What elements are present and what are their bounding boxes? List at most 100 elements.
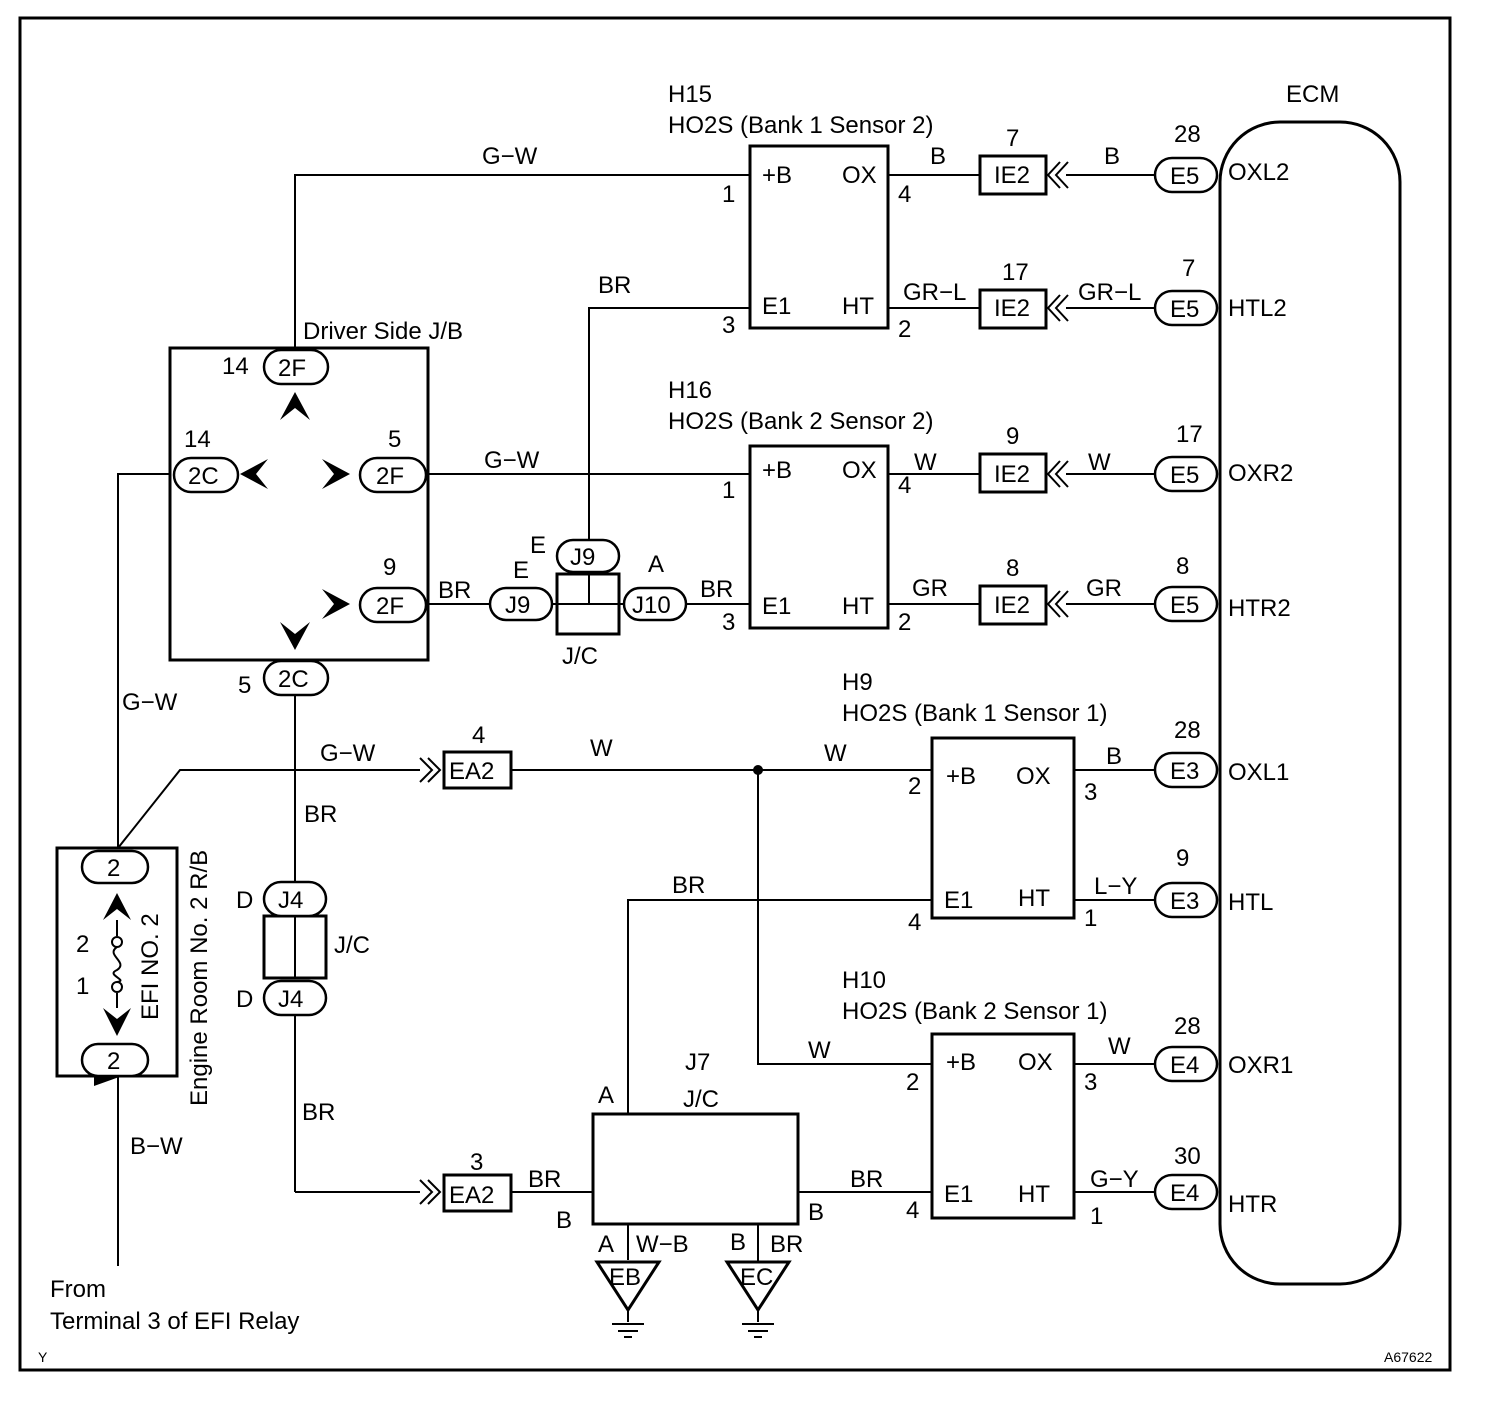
svg-text:BR: BR [850, 1166, 883, 1193]
svg-text:J10: J10 [632, 592, 671, 619]
svg-text:4: 4 [906, 1197, 919, 1224]
sensor-h15: H15 HO2S (Bank 1 Sensor 2) +B OX E1 HT 1… [668, 81, 933, 343]
svg-text:HTR: HTR [1228, 1191, 1277, 1218]
svg-text:J7: J7 [685, 1049, 710, 1076]
svg-text:2: 2 [76, 931, 89, 958]
svg-text:2F: 2F [376, 593, 404, 620]
svg-text:1: 1 [1090, 1203, 1103, 1230]
svg-text:14: 14 [184, 426, 211, 453]
source-label-line1: From [50, 1276, 106, 1303]
svg-text:OX: OX [1018, 1049, 1053, 1076]
svg-text:HTR2: HTR2 [1228, 595, 1291, 622]
svg-text:GR−L: GR−L [903, 279, 966, 306]
svg-text:E1: E1 [944, 1181, 973, 1208]
svg-text:IE2: IE2 [994, 461, 1030, 488]
chevron-up-icon [103, 893, 131, 920]
sensor-h16: H16 HO2S (Bank 2 Sensor 2) +B OX E1 HT 1… [668, 377, 933, 636]
chevron-left-icon [240, 459, 268, 489]
svg-text:OX: OX [1016, 763, 1051, 790]
svg-text:HTL2: HTL2 [1228, 295, 1287, 322]
svg-text:J9: J9 [505, 592, 530, 619]
svg-text:H10: H10 [842, 967, 886, 994]
svg-text:28: 28 [1174, 121, 1201, 148]
svg-text:J/C: J/C [334, 932, 370, 959]
svg-text:J/C: J/C [562, 643, 598, 670]
svg-text:OX: OX [842, 457, 877, 484]
svg-text:1: 1 [722, 477, 735, 504]
svg-text:HO2S (Bank 2 Sensor 2): HO2S (Bank 2 Sensor 2) [668, 408, 933, 435]
chevron-down-icon [280, 622, 310, 650]
svg-text:BR: BR [438, 577, 471, 604]
svg-text:L−Y: L−Y [1094, 873, 1137, 900]
engine-room-rb-label: Engine Room No. 2 R/B [186, 850, 213, 1106]
svg-text:OX: OX [842, 162, 877, 189]
svg-text:W: W [824, 740, 847, 767]
driver-jb-label: Driver Side J/B [303, 318, 463, 345]
svg-text:+B: +B [762, 162, 792, 189]
svg-text:2: 2 [908, 773, 921, 800]
svg-text:A: A [598, 1231, 614, 1258]
svg-text:E1: E1 [944, 887, 973, 914]
svg-text:J9: J9 [570, 544, 595, 571]
svg-text:J/C: J/C [683, 1086, 719, 1113]
connector-ie2-oxr2: IE2 9 [978, 423, 1069, 494]
svg-text:E5: E5 [1170, 163, 1199, 190]
svg-text:B: B [930, 143, 946, 170]
svg-text:G−W: G−W [320, 740, 376, 767]
svg-text:1: 1 [722, 181, 735, 208]
svg-text:B: B [1104, 143, 1120, 170]
svg-text:8: 8 [1006, 555, 1019, 582]
connector-2f-top: 2F 14 [222, 348, 330, 386]
svg-text:HO2S (Bank 1 Sensor 1): HO2S (Bank 1 Sensor 1) [842, 700, 1107, 727]
svg-text:E: E [530, 532, 546, 559]
svg-text:2F: 2F [376, 463, 404, 490]
svg-text:2: 2 [898, 609, 911, 636]
svg-text:E3: E3 [1170, 758, 1199, 785]
svg-text:2C: 2C [188, 463, 219, 490]
svg-text:4: 4 [472, 722, 485, 749]
ecm-connector-oxr2: E5 17 OXR2 [1153, 421, 1293, 493]
svg-text:9: 9 [1176, 845, 1189, 872]
svg-text:D: D [236, 887, 253, 914]
svg-text:G−W: G−W [122, 689, 178, 716]
svg-text:HT: HT [1018, 885, 1050, 912]
svg-text:G−W: G−W [484, 447, 540, 474]
ecm-connector-oxl1: E3 28 OXL1 [1153, 717, 1289, 789]
svg-text:E: E [513, 557, 529, 584]
junction-dot [753, 765, 763, 775]
svg-text:3: 3 [722, 312, 735, 339]
svg-text:2: 2 [107, 855, 120, 882]
fuse-icon [112, 946, 122, 983]
connector-ie2-oxl2: IE2 7 [978, 125, 1069, 196]
wire-labels: G−W BR G−W BR BR B B GR−L GR−L W W GR GR… [122, 143, 1141, 1258]
svg-text:B: B [730, 1229, 746, 1256]
svg-text:E5: E5 [1170, 592, 1199, 619]
svg-text:EC: EC [740, 1264, 773, 1291]
svg-text:3: 3 [1084, 1069, 1097, 1096]
svg-text:EB: EB [609, 1264, 641, 1291]
svg-text:E1: E1 [762, 293, 791, 320]
svg-text:14: 14 [222, 353, 249, 380]
svg-text:2F: 2F [278, 355, 306, 382]
svg-text:E5: E5 [1170, 296, 1199, 323]
svg-text:B: B [808, 1199, 824, 1226]
svg-text:OXR2: OXR2 [1228, 460, 1293, 487]
svg-text:W: W [1108, 1033, 1131, 1060]
fuse-terminal [111, 936, 123, 948]
ground-ec: EC [724, 1260, 792, 1338]
svg-text:3: 3 [722, 609, 735, 636]
chevron-right-icon [322, 589, 350, 619]
svg-text:E3: E3 [1170, 888, 1199, 915]
ecm-connector-htl: E3 9 HTL [1153, 845, 1273, 919]
svg-text:B: B [556, 1207, 572, 1234]
connector-2f-lower: 2F 9 [358, 554, 428, 624]
ecm-label: ECM [1286, 81, 1339, 108]
svg-text:30: 30 [1174, 1143, 1201, 1170]
chevron-down-icon [103, 1008, 131, 1036]
svg-text:2: 2 [107, 1048, 120, 1075]
sensor-h10: H10 HO2S (Bank 2 Sensor 1) +B OX E1 HT 2… [842, 967, 1107, 1230]
svg-text:+B: +B [946, 1049, 976, 1076]
svg-text:E1: E1 [762, 593, 791, 620]
svg-text:7: 7 [1006, 125, 1019, 152]
svg-text:J4: J4 [278, 887, 303, 914]
